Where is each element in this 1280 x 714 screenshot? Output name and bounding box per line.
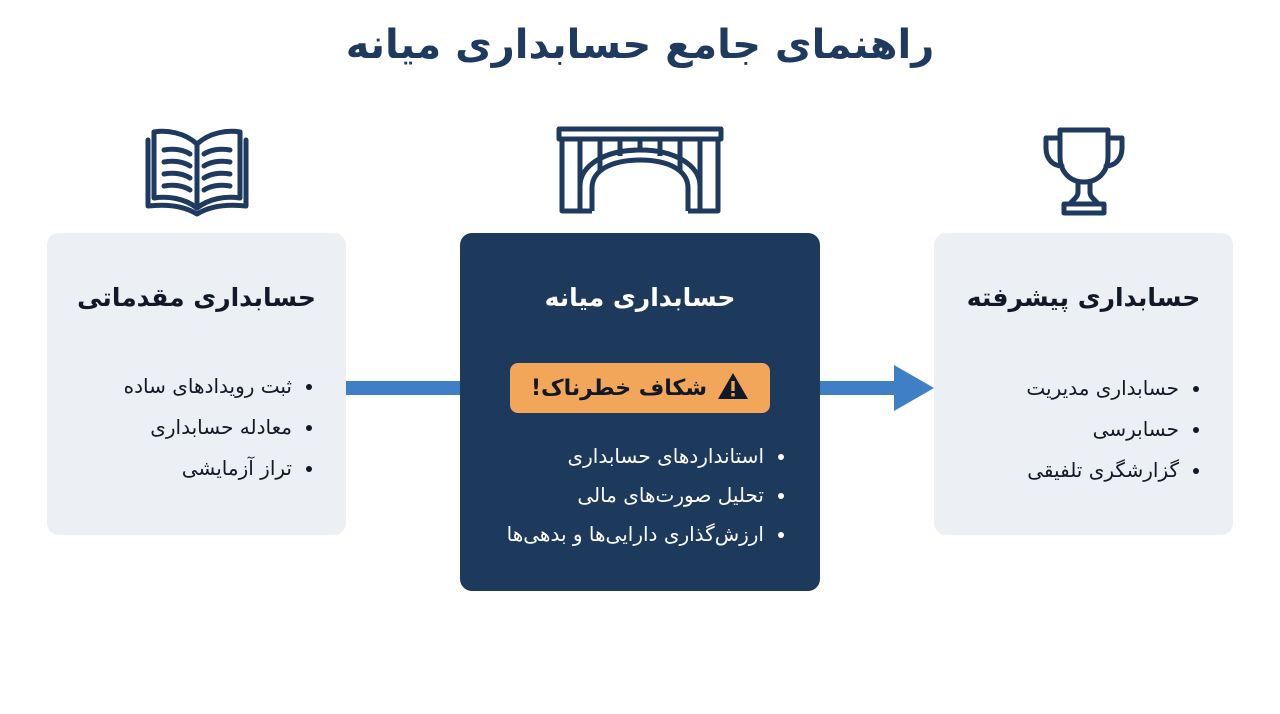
bridge-icon [556,126,724,216]
topic-list: ثبت رویدادهای ساده معادله حسابداری تراز … [124,366,314,489]
list-item: حسابرسی [1026,409,1201,450]
page-title: راهنمای جامع حسابداری میانه [345,22,935,68]
warning-icon [717,372,749,404]
list-item: تراز آزمایشی [124,448,314,489]
warning-badge: شکاف خطرناک! [510,363,770,413]
warning-label: شکاف خطرناک! [531,375,707,401]
list-item: گزارشگری تلفیقی [1026,450,1201,491]
topic-list: حسابداری مدیریت حسابرسی گزارشگری تلفیقی [1026,368,1201,491]
list-item: استانداردهای حسابداری [507,437,786,476]
trophy-icon [1040,126,1128,216]
stage-card-intermediate: حسابداری میانه شکاف خطرناک! استانداردهای… [460,233,820,591]
stage-title: حسابداری میانه [544,283,736,312]
list-item: معادله حسابداری [124,407,314,448]
stage-card-advanced: حسابداری پیشرفته حسابداری مدیریت حسابرسی… [934,233,1233,535]
list-item: حسابداری مدیریت [1026,368,1201,409]
stage-title: حسابداری پیشرفته [966,283,1201,312]
stage-title: حسابداری مقدماتی [77,283,316,312]
topic-list: استانداردهای حسابداری تحلیل صورت‌های مال… [507,437,786,554]
list-item: ارزش‌گذاری دارایی‌ها و بدهی‌ها [507,515,786,554]
stage-card-introductory: حسابداری مقدماتی ثبت رویدادهای ساده معاد… [47,233,346,535]
list-item: تحلیل صورت‌های مالی [507,476,786,515]
open-book-icon [144,126,250,218]
list-item: ثبت رویدادهای ساده [124,366,314,407]
